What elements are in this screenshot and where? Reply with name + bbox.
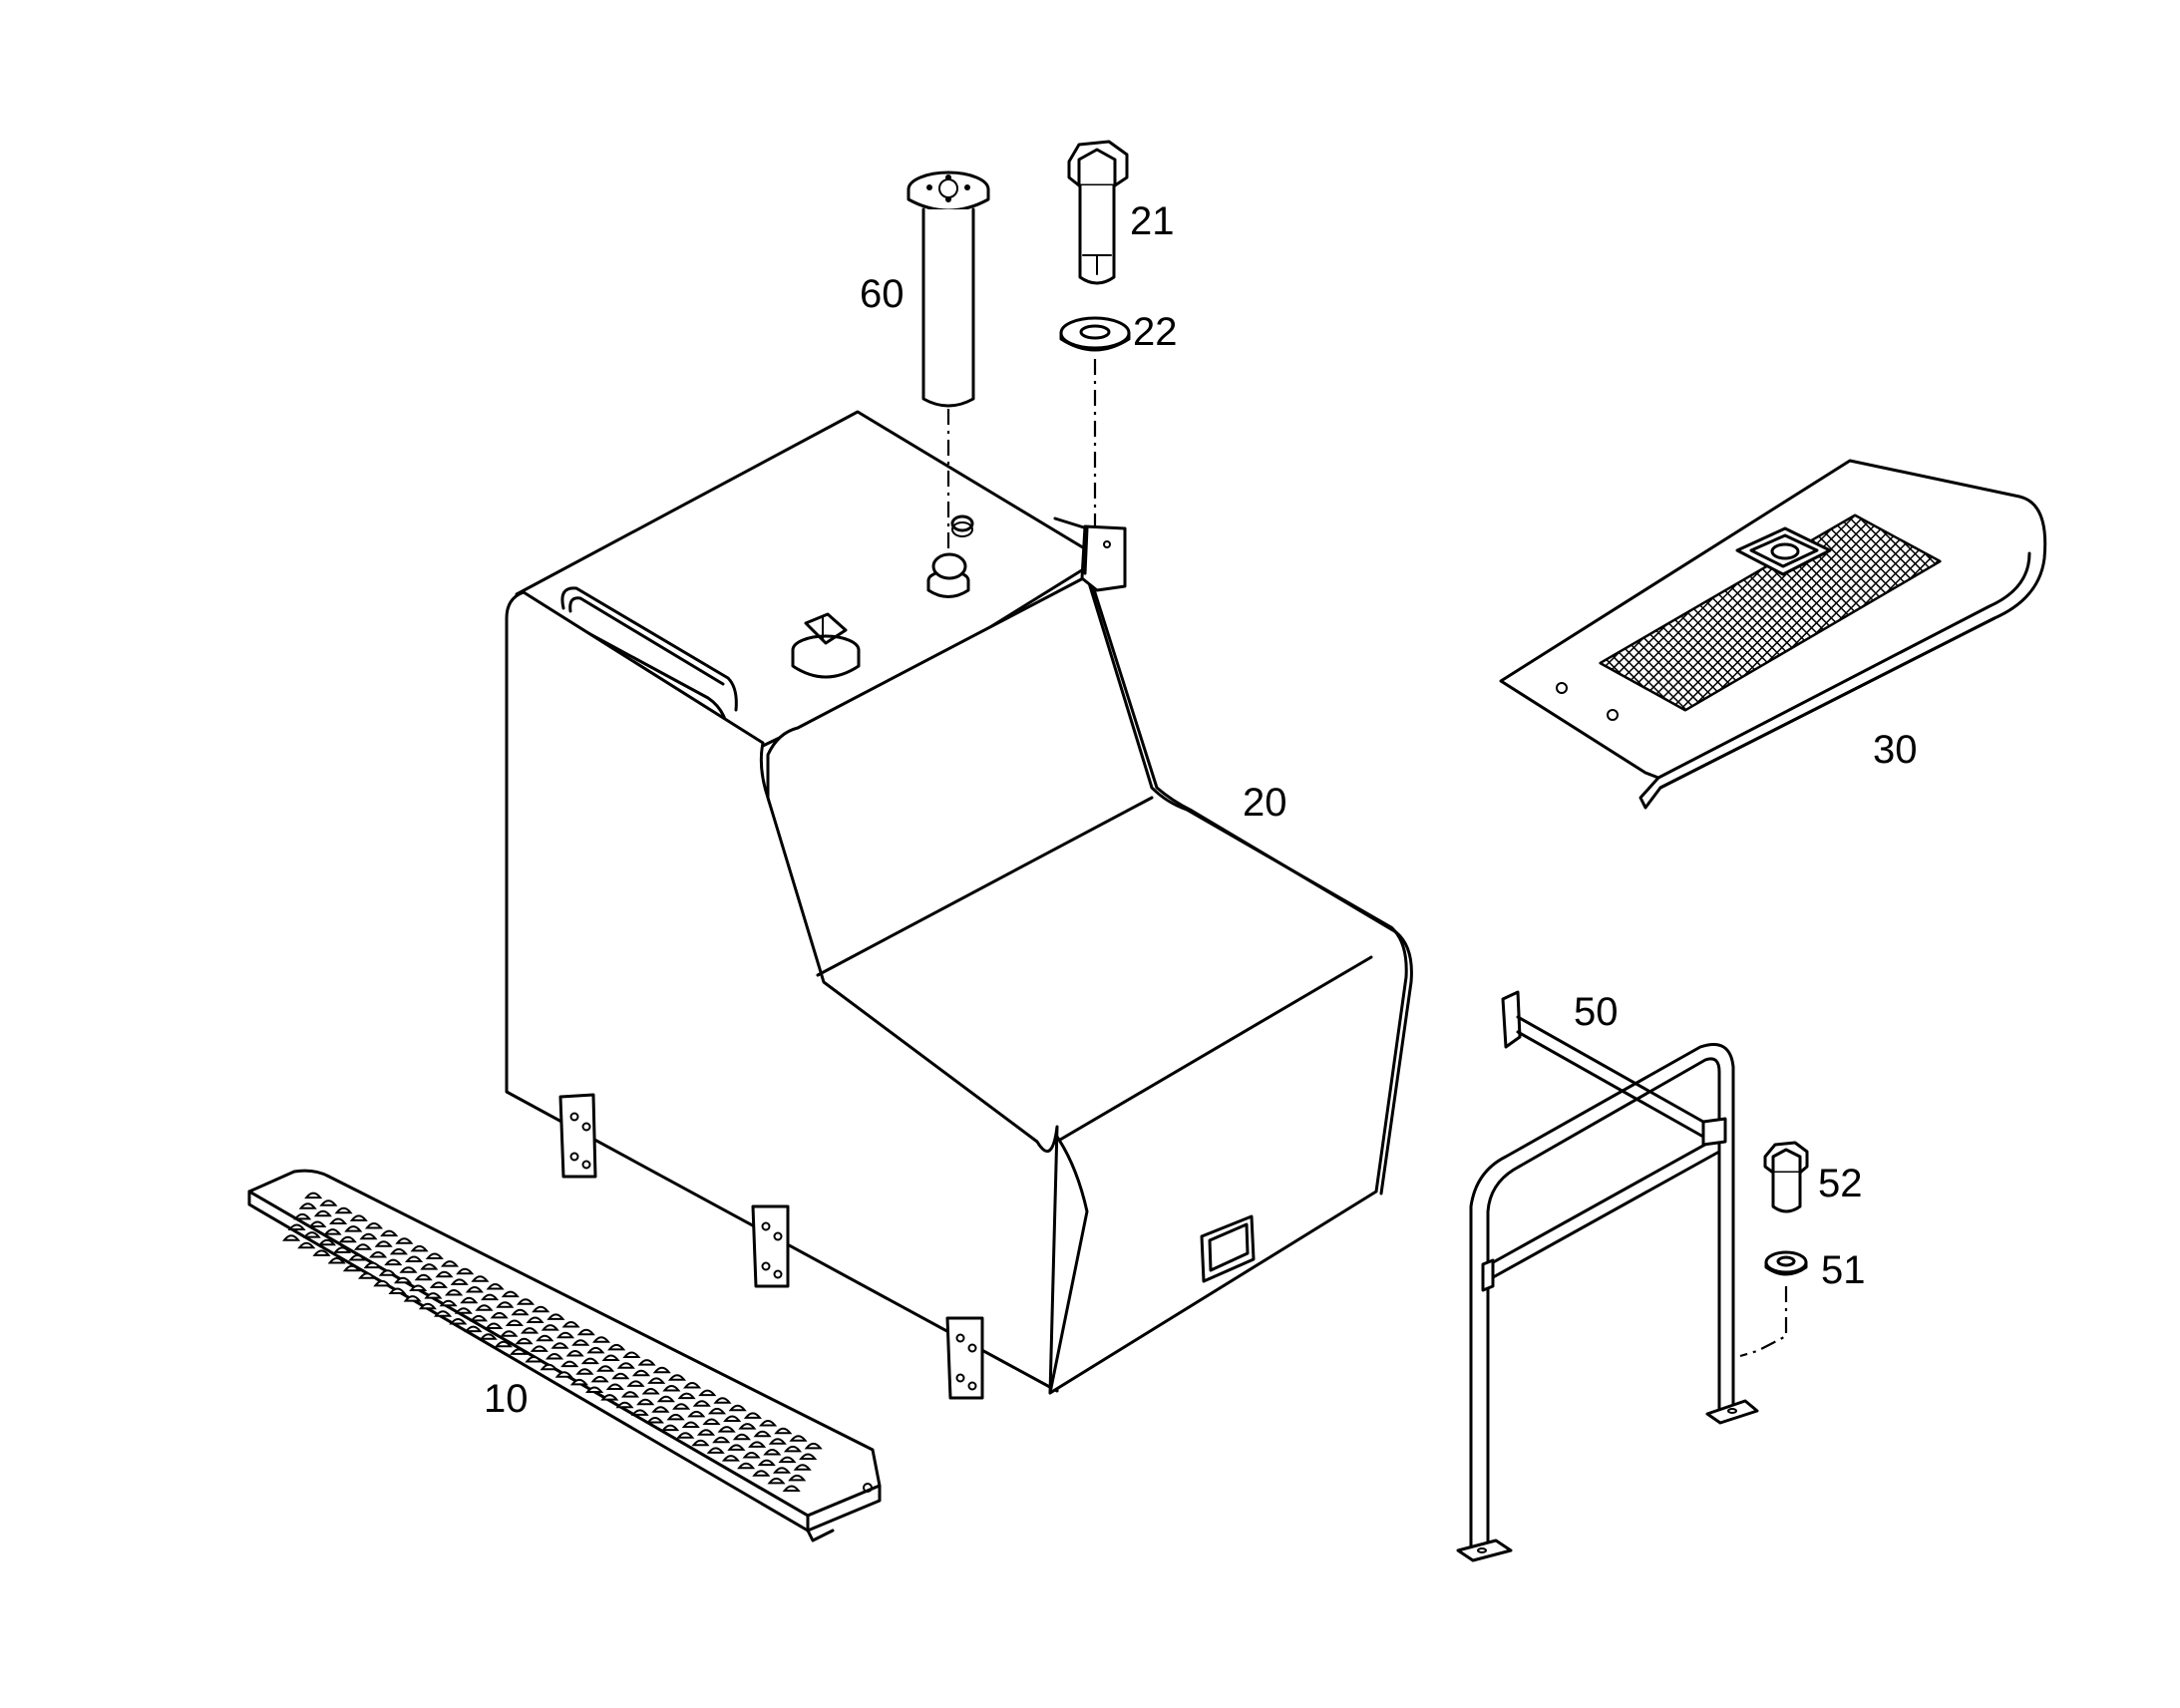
washer-top-drawing bbox=[1059, 316, 1131, 352]
tread-mark bbox=[313, 1249, 330, 1256]
centerline-bolt-rail bbox=[1739, 1286, 1788, 1358]
label-52: 52 bbox=[1818, 1162, 1863, 1205]
step-plate-drawing bbox=[247, 1169, 882, 1542]
tank-drawing bbox=[505, 410, 1413, 1400]
bolt-rail-drawing bbox=[1763, 1141, 1809, 1213]
bolt-top-drawing bbox=[1067, 140, 1129, 285]
washer-rail-drawing bbox=[1764, 1250, 1808, 1276]
label-30: 30 bbox=[1873, 728, 1918, 772]
label-50: 50 bbox=[1574, 990, 1619, 1034]
cover-drawing bbox=[1499, 459, 2047, 810]
label-60: 60 bbox=[860, 272, 905, 316]
label-10: 10 bbox=[484, 1377, 529, 1421]
tread-mark bbox=[298, 1241, 315, 1249]
label-51: 51 bbox=[1821, 1248, 1866, 1292]
label-21: 21 bbox=[1130, 199, 1175, 243]
label-22: 22 bbox=[1133, 310, 1178, 354]
handrail-drawing bbox=[1456, 990, 1759, 1562]
label-20: 20 bbox=[1243, 781, 1287, 825]
tread-mark bbox=[283, 1234, 300, 1241]
level-sender-drawing bbox=[907, 171, 990, 408]
